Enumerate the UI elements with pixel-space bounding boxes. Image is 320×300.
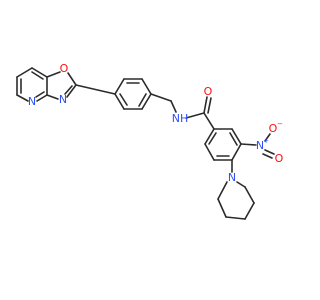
bond-ch2-nh (170, 100, 177, 113)
bond-pip-5 (244, 186, 255, 204)
amide-nh-label: NH (172, 112, 189, 125)
bond-pip-1 (217, 181, 228, 200)
bond-ph2-c (231, 143, 242, 161)
bond-oxazole-c2-n3 (66, 84, 77, 98)
bond-nitro-o-double-2 (262, 153, 273, 159)
atom-labels: O N N O NH N + O − O N (28, 62, 284, 184)
bond-ph2-b-inner (229, 132, 238, 146)
bond-c2-phenyl (75, 84, 116, 95)
bond-pip-4 (244, 202, 255, 220)
nitro-oxygen-charge: − (277, 120, 283, 128)
nitro-oxygen-single-label: O (269, 122, 278, 135)
molecule-structure: O N N O NH N + O − O N (16, 62, 284, 220)
bond-nitro-o-single (264, 133, 271, 142)
piperidine-nitrogen-label: N (228, 171, 236, 184)
oxazole-oxygen-label: O (60, 62, 69, 75)
bond-ph1-c (141, 78, 152, 95)
bond-ph1-d-inner (138, 93, 147, 107)
bond-co-double-2 (207, 97, 212, 114)
pyridine-nitrogen-label: N (28, 95, 36, 108)
bond-oxazole-o1-c2 (67, 72, 77, 86)
nitro-nitrogen-label: N (256, 139, 264, 152)
bonds (16, 67, 275, 220)
bond-co-double-1 (203, 96, 208, 114)
bond-co-ring (203, 112, 215, 130)
bond-ph1-f (114, 93, 125, 110)
bond-pyridine-n4-c3a (36, 94, 48, 102)
bond-ph2-f (204, 128, 215, 145)
bond-pip-2 (217, 198, 227, 218)
bond-ph2-f-inner (208, 132, 217, 145)
bond-oxazole-c2-n3-inner (64, 85, 73, 95)
bond-nitro-o-double-1 (264, 149, 275, 155)
bond-ph1-a (114, 78, 125, 95)
bond-oxazole-c7a-o1 (46, 71, 61, 78)
bond-pyridine-c5-n4 (16, 94, 29, 102)
oxazole-nitrogen-label: N (59, 93, 67, 106)
bond-ph2-b (231, 128, 242, 145)
bond-pyridine-n4-c3a-inner (35, 91, 45, 98)
bond-pyridine-c7a-c7 (31, 67, 48, 78)
bond-ring-nitro (240, 143, 257, 146)
bond-ph1-ch2 (150, 93, 172, 102)
bond-pip-6 (236, 181, 246, 188)
bond-ph2-e (204, 143, 215, 161)
nitro-oxygen-double-label: O (275, 152, 284, 165)
amide-oxygen-label: O (204, 85, 213, 98)
bond-pip-3 (225, 216, 246, 220)
bond-nh-co (185, 112, 205, 119)
nitro-nitrogen-charge: + (263, 137, 269, 145)
bond-oxazole-n3-c3a (46, 94, 59, 100)
bond-ph1-f-inner (119, 93, 128, 106)
bond-pyridine-c7-c6 (16, 67, 33, 78)
bond-ph1-d (141, 93, 152, 110)
bond-pyridine-c7a-c7-inner (31, 71, 44, 80)
